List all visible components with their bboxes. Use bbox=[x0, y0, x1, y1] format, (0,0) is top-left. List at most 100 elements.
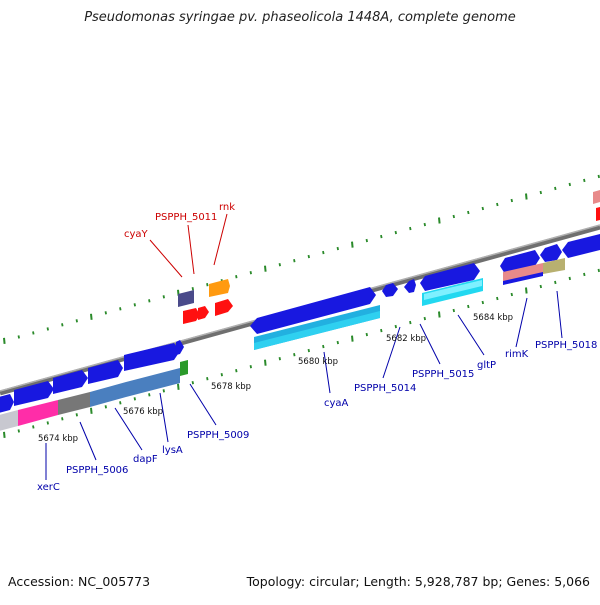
gene-label-lysA[interactable]: lysA bbox=[162, 445, 183, 456]
tick-mark bbox=[177, 383, 180, 390]
tick-mark bbox=[206, 283, 209, 287]
tick-mark bbox=[467, 210, 470, 215]
cds-block[interactable] bbox=[503, 263, 543, 283]
gene-arrow[interactable] bbox=[500, 250, 540, 274]
tick-mark bbox=[307, 348, 310, 353]
gene-label-rnk[interactable]: rnk bbox=[219, 202, 235, 213]
gene-label-dapF[interactable]: dapF bbox=[133, 454, 158, 465]
tick-mark bbox=[380, 328, 383, 333]
gene-label-PSPPH_5014[interactable]: PSPPH_5014 bbox=[354, 383, 416, 394]
gene-block[interactable] bbox=[215, 299, 233, 316]
tick-mark bbox=[278, 357, 281, 361]
gene-arrow[interactable] bbox=[53, 370, 88, 394]
gene-arrow[interactable] bbox=[14, 381, 54, 406]
gene-arrow[interactable] bbox=[382, 283, 398, 297]
tick-mark bbox=[278, 263, 281, 267]
gene-block[interactable] bbox=[178, 290, 194, 307]
gene-block[interactable] bbox=[503, 272, 543, 285]
tick-mark bbox=[104, 405, 107, 409]
tick-mark bbox=[539, 190, 542, 195]
gene-arrow[interactable] bbox=[124, 343, 180, 371]
tick-mark bbox=[249, 271, 252, 275]
gene-label-PSPPH_5018[interactable]: PSPPH_5018 bbox=[535, 340, 597, 351]
cds-block[interactable] bbox=[543, 258, 565, 274]
kbp-label: 5682 kbp bbox=[386, 334, 426, 344]
cds-block[interactable] bbox=[58, 392, 90, 415]
tick-mark bbox=[481, 206, 484, 211]
tick-mark bbox=[423, 222, 426, 227]
gene-arrow[interactable] bbox=[540, 244, 562, 262]
tick-mark bbox=[3, 431, 6, 438]
cds-block[interactable] bbox=[18, 400, 58, 426]
gene-label-PSPPH_5009[interactable]: PSPPH_5009 bbox=[187, 430, 249, 441]
gene-block[interactable] bbox=[593, 190, 600, 204]
gene-block[interactable] bbox=[209, 279, 230, 297]
tick-mark bbox=[438, 311, 441, 318]
tick-mark bbox=[61, 417, 64, 421]
kbp-labels: 5674 kbp 5676 kbp 5678 kbp 5680 kbp 5682… bbox=[38, 313, 513, 444]
tick-mark bbox=[61, 323, 64, 327]
tick-mark bbox=[467, 304, 470, 309]
gene-label-xerC[interactable]: xerC bbox=[37, 482, 60, 493]
gene-arrow[interactable] bbox=[176, 340, 184, 355]
kbp-label: 5678 kbp bbox=[211, 382, 251, 392]
gene-arrow[interactable] bbox=[250, 287, 376, 334]
tick-mark bbox=[510, 292, 513, 297]
tick-mark bbox=[264, 359, 267, 366]
gene-label-cyaY[interactable]: cyaY bbox=[124, 229, 149, 240]
gene-block[interactable] bbox=[183, 308, 200, 324]
tick-mark bbox=[554, 186, 557, 191]
tick-mark bbox=[162, 389, 165, 393]
tick-mark bbox=[133, 303, 136, 307]
tick-mark bbox=[75, 413, 78, 417]
reverse-gene-labels: xerC PSPPH_5006 dapF lysA PSPPH_5009 cya… bbox=[37, 340, 597, 493]
gene-block[interactable] bbox=[198, 306, 209, 320]
cds-block[interactable] bbox=[126, 368, 180, 397]
accession-text: Accession: NC_005773 bbox=[8, 574, 151, 589]
tick-mark bbox=[249, 365, 252, 369]
gene-label-PSPPH_5011[interactable]: PSPPH_5011 bbox=[155, 212, 217, 223]
tick-mark bbox=[17, 335, 20, 339]
tick-mark bbox=[554, 280, 557, 285]
tick-mark bbox=[148, 393, 151, 397]
tick-mark bbox=[365, 238, 368, 243]
tick-mark bbox=[351, 241, 354, 248]
tick-mark bbox=[452, 308, 455, 313]
gene-arrow[interactable] bbox=[404, 279, 416, 293]
gene-arrow[interactable] bbox=[562, 234, 600, 258]
tick-mark bbox=[104, 311, 107, 315]
tick-mark bbox=[568, 182, 571, 187]
cds-block[interactable] bbox=[90, 382, 126, 407]
tick-mark bbox=[90, 407, 93, 414]
tick-mark bbox=[394, 324, 397, 329]
tick-mark bbox=[496, 296, 499, 301]
gene-label-PSPPH_5006[interactable]: PSPPH_5006 bbox=[66, 465, 128, 476]
gene-label-gltP[interactable]: gltP bbox=[477, 360, 496, 371]
gene-block[interactable] bbox=[424, 280, 482, 300]
gene-label-rimK[interactable]: rimK bbox=[505, 349, 529, 360]
cds-block[interactable] bbox=[180, 360, 188, 376]
tick-mark bbox=[191, 287, 194, 291]
tick-mark bbox=[525, 193, 528, 200]
tick-mark bbox=[481, 300, 484, 305]
tick-mark bbox=[46, 327, 49, 331]
tick-mark bbox=[568, 276, 571, 281]
tick-mark bbox=[438, 217, 441, 224]
tick-mark bbox=[597, 268, 600, 273]
tick-mark bbox=[133, 397, 136, 401]
gene-block[interactable] bbox=[254, 311, 380, 350]
tick-mark bbox=[322, 344, 325, 349]
tick-mark bbox=[75, 319, 78, 323]
cds-block[interactable] bbox=[0, 410, 18, 432]
tick-mark bbox=[394, 230, 397, 235]
gene-label-cyaA[interactable]: cyaA bbox=[324, 398, 349, 409]
tick-mark bbox=[583, 178, 586, 183]
tick-mark bbox=[162, 295, 165, 299]
gene-arrow[interactable] bbox=[88, 360, 123, 384]
gene-arrow[interactable] bbox=[420, 263, 480, 291]
gene-label-PSPPH_5015[interactable]: PSPPH_5015 bbox=[412, 369, 474, 380]
gene-block[interactable] bbox=[596, 207, 600, 221]
tick-mark bbox=[220, 373, 223, 377]
gene-arrow[interactable] bbox=[0, 394, 14, 414]
tick-mark bbox=[336, 246, 339, 251]
